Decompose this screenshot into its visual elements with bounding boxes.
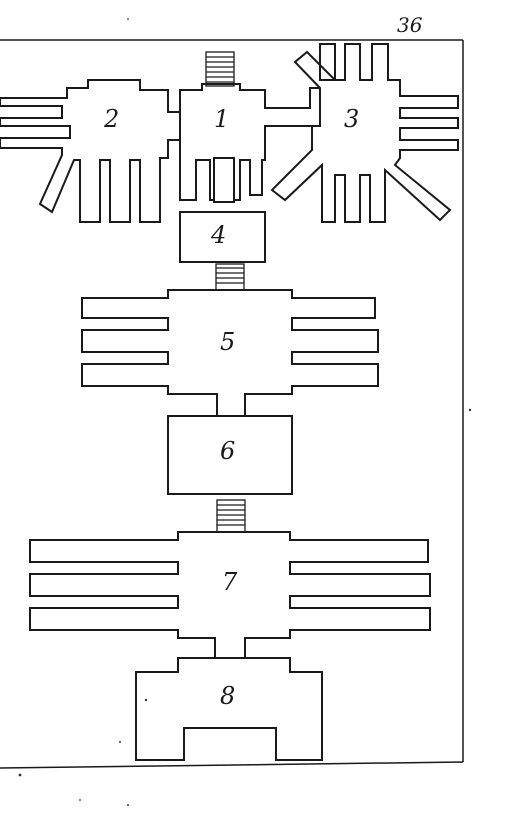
room-6-block [167,415,293,495]
room-label-5: 5 [220,328,235,356]
room-label-7: 7 [222,568,238,596]
room-3-block [270,43,459,223]
room-label-8: 8 [220,682,235,710]
room-label-6: 6 [220,437,235,465]
room-4-block [179,211,266,263]
room-8-block [135,657,323,761]
paper-specks [18,18,472,806]
stair-top [205,51,235,87]
page-number: 36 [397,13,423,37]
room-label-3: 3 [344,105,359,133]
room-2-block [0,79,181,223]
room-1-block [179,83,321,203]
stair-4-5 [215,263,245,291]
room-label-1: 1 [214,105,229,133]
room-label-4: 4 [210,221,226,249]
stair-6-7 [216,499,246,533]
room-label-2: 2 [103,105,119,133]
page-frame [0,39,464,769]
